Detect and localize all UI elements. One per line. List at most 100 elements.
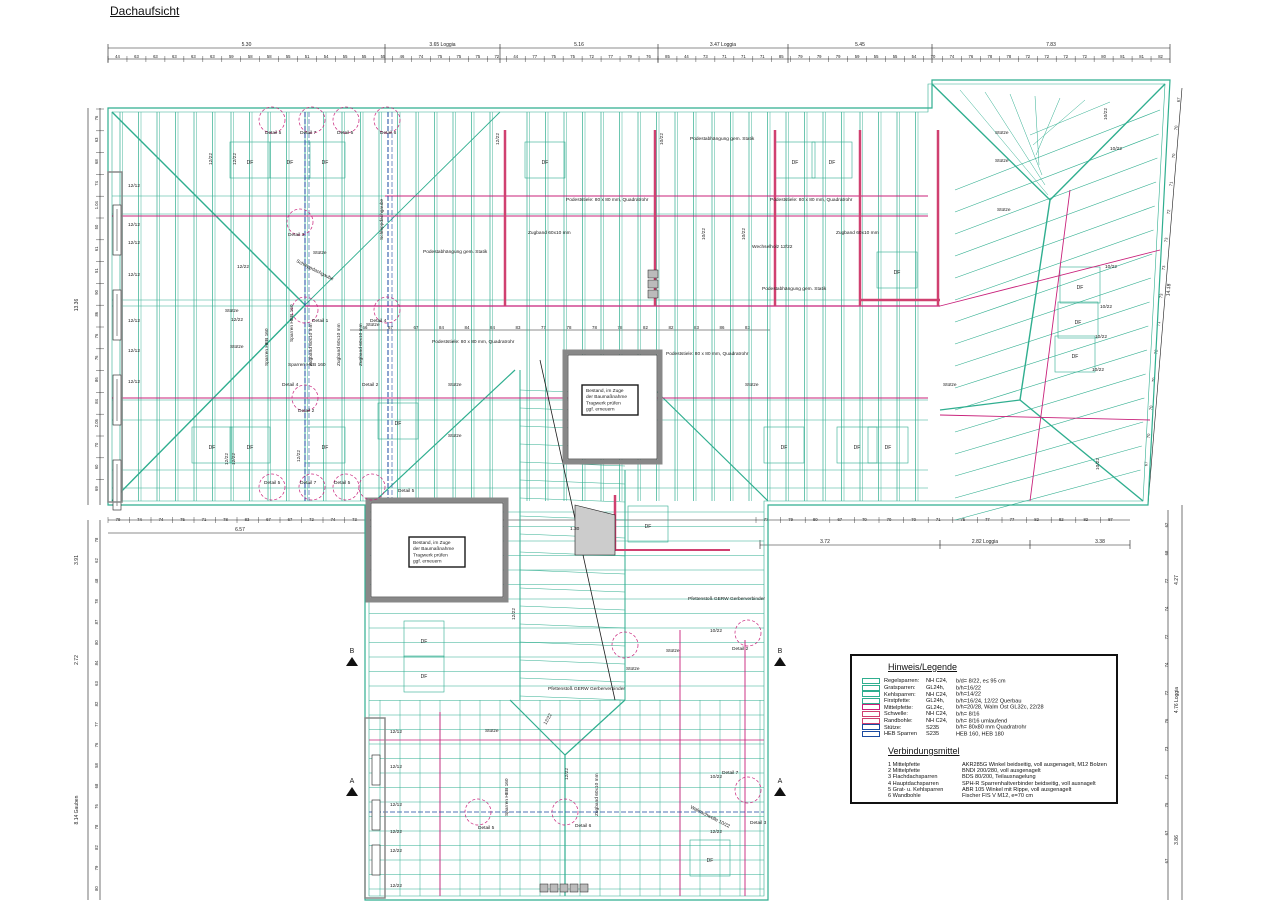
- size-label: 12/22: [232, 153, 238, 165]
- rafter: [954, 349, 1148, 411]
- dim-label-small: 71: [1168, 181, 1173, 187]
- note-label: Podestabhängung gem. Statik: [690, 136, 755, 142]
- stair-step: [559, 883, 569, 893]
- section-marker-letter: A: [778, 778, 783, 785]
- size-label: 12/22: [231, 317, 243, 323]
- rafter: [954, 157, 1158, 235]
- dim-label-small: 79: [798, 54, 803, 59]
- dim-label-small: 63: [134, 54, 139, 59]
- note-label: Detail 6: [380, 130, 397, 136]
- detail-circle: [332, 106, 360, 134]
- dim-label-small: 63: [94, 681, 99, 686]
- rafter: [954, 421, 1144, 477]
- connector-value: BNDI 200/280, voll ausgenagelt: [962, 768, 1041, 775]
- dim-label-small: 73: [352, 517, 357, 522]
- dim-label-main: 5.30: [242, 42, 252, 48]
- legend-dimension: b/h=16/22: [956, 685, 982, 692]
- dim-label-small: 67: [1143, 461, 1148, 467]
- legend-dimension: b/d= 8/22, e≤ 95 cm: [956, 678, 1006, 685]
- dim-label-small: 79: [627, 54, 632, 59]
- dim-label-small: 81: [1139, 54, 1144, 59]
- df-label: DF: [854, 445, 861, 451]
- detail-circle: [611, 631, 639, 659]
- detail-circle: [464, 798, 492, 826]
- detail-circle: [258, 473, 286, 501]
- note-label: Stütze: [626, 666, 640, 672]
- legend-material: S235: [926, 724, 940, 731]
- note-label: Detail 7: [300, 480, 317, 486]
- dim-label-small: 87: [94, 619, 99, 624]
- note-label: Detail 6: [575, 823, 592, 829]
- dim-label-small: 74: [331, 517, 336, 522]
- jack-rafter: [1009, 93, 1043, 176]
- dim-label-small: 55: [874, 54, 879, 59]
- window: [371, 799, 381, 831]
- legend-member: Schwelle:: [884, 711, 908, 718]
- dim-label-main: 3.65 Loggia: [429, 42, 455, 48]
- note-label: Stütze: [448, 382, 462, 388]
- dim-label-small: 72: [494, 54, 499, 59]
- note-label: Podestabhängung gem. Statik: [762, 286, 827, 292]
- df-label: DF: [421, 674, 428, 680]
- dim-label-small: 59: [229, 54, 234, 59]
- dim-label-small: 83: [245, 517, 250, 522]
- dim-label-small: 72: [1063, 54, 1068, 59]
- dim-label-small: 87: [1108, 517, 1113, 522]
- window: [371, 844, 381, 876]
- chimney-existing-1: [562, 349, 663, 465]
- note-label: Zugband 60x10 mm: [594, 773, 600, 816]
- df-label: DF: [781, 445, 788, 451]
- dim-label-small: 76: [969, 54, 974, 59]
- df-panel: [627, 505, 669, 543]
- section-marker-letter: B: [350, 648, 355, 655]
- note-label: Podeststiele: 80 x 80 mm, Quadratrohr: [770, 197, 853, 203]
- size-label: 12/22: [511, 608, 517, 620]
- dim-label-small: 72: [1025, 54, 1030, 59]
- dim-label-small: 55: [893, 54, 898, 59]
- ridge-purlins: [112, 130, 1161, 896]
- note-label: Detail 3: [288, 232, 305, 238]
- detail-circles: [258, 106, 762, 826]
- legend-material: NH C24,: [926, 691, 948, 698]
- existing-walls: [107, 171, 663, 899]
- stair-step: [647, 269, 659, 279]
- df-panel: [763, 426, 805, 464]
- connector-name: 1 Mittelpfette: [888, 762, 921, 768]
- note-label: Detail 5: [337, 130, 354, 136]
- legend-member: Regelsparren:: [884, 678, 920, 685]
- mittelpfette: [939, 414, 1151, 421]
- rafter: [954, 133, 1159, 213]
- window: [371, 754, 381, 786]
- dim-label-main: 14.18: [1165, 283, 1172, 296]
- dim-label-small: 2.05: [94, 418, 99, 427]
- jack-rafter: [959, 89, 1049, 196]
- dim-label-small: 51: [94, 268, 99, 273]
- rafter-short: [519, 587, 626, 593]
- size-label: 10/22: [1095, 458, 1101, 470]
- legend-box: Hinweis/Legende Regelsparren:NH C24,b/d=…: [850, 654, 1118, 804]
- hip-rafter: [111, 304, 306, 502]
- legend-dimension: b/h=14/22: [956, 691, 982, 698]
- rafter-short: [519, 677, 626, 683]
- dim-label-small: 86: [94, 377, 99, 382]
- dim-label-small: 48: [94, 578, 99, 583]
- df-label: DF: [322, 445, 329, 451]
- dim-label-small: 58: [248, 54, 253, 59]
- dim-label-small: 67: [266, 517, 271, 522]
- df-panel: [867, 426, 909, 464]
- connector-value: AKR285G Winkel beidseitig, voll ausgenag…: [962, 762, 1107, 768]
- dim-label-small: 70: [862, 517, 867, 522]
- dim-label-small: 71: [760, 54, 765, 59]
- note-label: Detail 2: [298, 408, 315, 414]
- dim-label-small: 62: [1164, 522, 1169, 527]
- drawing-title: Dachaufsicht: [110, 4, 180, 18]
- bestand-note-2-line: Bestand, im Zuge: [413, 540, 451, 546]
- size-label: 10/22: [741, 228, 747, 240]
- legend-swatch: [862, 697, 880, 704]
- rafter-short: [519, 497, 626, 503]
- df-label: DF: [894, 270, 901, 276]
